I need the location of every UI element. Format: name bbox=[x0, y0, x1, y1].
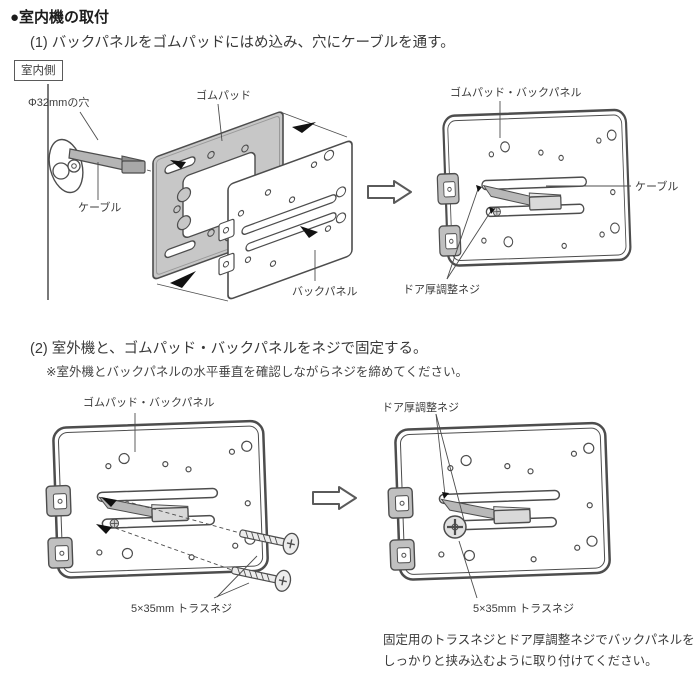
label-back-panel: バックパネル bbox=[292, 285, 357, 298]
label-door-screw-step1: ドア厚調整ネジ bbox=[403, 282, 480, 296]
footnote-line-1: 固定用のトラスネジとドア厚調整ネジでバックパネルを bbox=[383, 633, 695, 647]
step2-screws-diagram: ゴムパッド・バックパネル 5×35mm トラスネジ bbox=[42, 395, 302, 615]
installed-truss-screw bbox=[443, 515, 467, 539]
label-truss-screw-right: 5×35mm トラスネジ bbox=[473, 602, 574, 615]
step2-heading: (2) 室外機と、ゴムパッド・バックパネルをネジで固定する。 bbox=[30, 341, 428, 357]
step2-footnote: 固定用のトラスネジとドア厚調整ネジでバックパネルを しっかりと挟み込むように取り… bbox=[383, 630, 695, 673]
label-truss-screw-left: 5×35mm トラスネジ bbox=[131, 602, 232, 615]
label-door-screw-step2: ドア厚調整ネジ bbox=[382, 400, 459, 414]
step2-transition-arrow bbox=[312, 486, 357, 510]
label-cable-left: ケーブル bbox=[78, 200, 121, 214]
label-rubber-pad: ゴムパッド bbox=[196, 88, 251, 102]
label-assembled-step2: ゴムパッド・バックパネル bbox=[83, 395, 214, 409]
step2-note: ※室外機とバックパネルの水平垂直を確認しながらネジを締めてください。 bbox=[46, 365, 468, 379]
step1-transition-arrow bbox=[367, 180, 412, 204]
step2-fixed-diagram: ドア厚調整ネジ 5×35mm トラスネジ bbox=[382, 400, 612, 615]
back-panel-shape bbox=[218, 140, 353, 300]
cable bbox=[68, 148, 179, 180]
page-title: ●室内機の取付 bbox=[10, 9, 110, 26]
insert-direction-arrows bbox=[170, 122, 318, 288]
label-cable-right: ケーブル bbox=[635, 179, 678, 193]
label-hole-diameter: Φ32mmの穴 bbox=[28, 95, 89, 109]
indoor-side-badge: 室内側 bbox=[14, 60, 63, 81]
footnote-line-2: しっかりと挟み込むように取り付けてください。 bbox=[383, 654, 658, 669]
step1-assembled-diagram: ゴムパッド・バックパネル ケーブル ドア厚調整ネジ bbox=[403, 85, 678, 296]
step1-heading: (1) バックパネルをゴムパッドにはめ込み、穴にケーブルを通す。 bbox=[30, 35, 455, 51]
cable-escutcheon bbox=[48, 138, 84, 194]
label-assembled-step1: ゴムパッド・バックパネル bbox=[450, 85, 581, 99]
step1-exploded-diagram: Φ32mmの穴 ケーブル ゴムパッド バックパネル bbox=[28, 84, 357, 302]
